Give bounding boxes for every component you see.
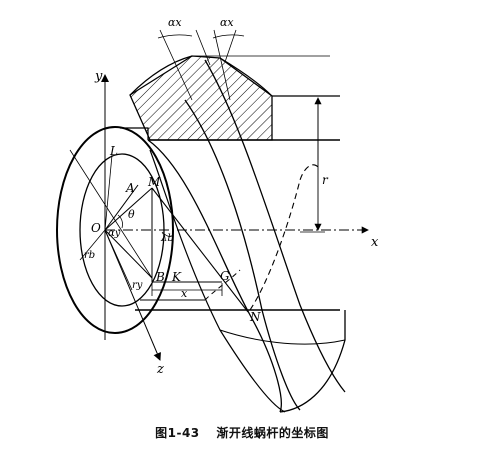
label-r: r (322, 173, 329, 187)
line-OA (104, 184, 139, 231)
label-M: M (147, 175, 161, 189)
label-alpha-x-right: αx (220, 16, 234, 29)
label-B: B (155, 270, 165, 284)
label-x-dim: x (181, 287, 188, 300)
label-y-axis: y (94, 69, 103, 84)
figure-caption: 图1-43 渐开线蜗杆的坐标图 (0, 424, 484, 441)
label-N: N (249, 310, 261, 324)
diag-to-L (104, 154, 113, 231)
label-O: O (91, 221, 101, 235)
label-r-b: rb (84, 250, 95, 261)
label-r-y: ry (132, 280, 143, 291)
label-G: G (220, 269, 230, 283)
tooth-profile-left (129, 55, 193, 96)
line-OM (104, 187, 153, 231)
ax-right-ext (213, 29, 231, 101)
tooth-section (129, 55, 273, 141)
label-alpha-y: αy (108, 228, 121, 239)
ax-left-ext (159, 29, 193, 101)
ry-line (104, 229, 133, 291)
helix-curve-3 (204, 59, 346, 393)
line-OB (104, 229, 153, 279)
label-alpha-x-left: αx (168, 16, 182, 29)
figure-title: 渐开线蜗杆的坐标图 (216, 426, 329, 440)
helix-curve-front (149, 149, 286, 413)
long-diag (69, 149, 153, 279)
worm-coordinate-diagram: αx αx y x z L A M O θ αy λb rb ry B K G … (56, 16, 379, 413)
label-theta: θ (128, 208, 135, 221)
label-L: L (109, 144, 118, 158)
theta-arc (117, 214, 123, 229)
thread-bottom-edge (219, 329, 346, 345)
label-z-axis: z (156, 362, 164, 377)
hidden-helix (249, 164, 321, 311)
label-A: A (125, 181, 135, 195)
figure-number: 图1-43 (155, 426, 200, 440)
shaft-top (120, 127, 149, 140)
label-lambda-b: λb (160, 233, 174, 244)
label-x-axis: x (371, 235, 379, 250)
lambda-arc (161, 231, 173, 237)
helix-curve-2 (184, 99, 301, 411)
hidden-helix-2 (204, 269, 241, 301)
helix-curve-1 (147, 139, 282, 413)
thread-outline-right (279, 310, 346, 413)
label-K: K (171, 270, 182, 284)
line-MN (151, 187, 249, 313)
z-axis (104, 229, 161, 361)
rb-line (79, 229, 106, 261)
